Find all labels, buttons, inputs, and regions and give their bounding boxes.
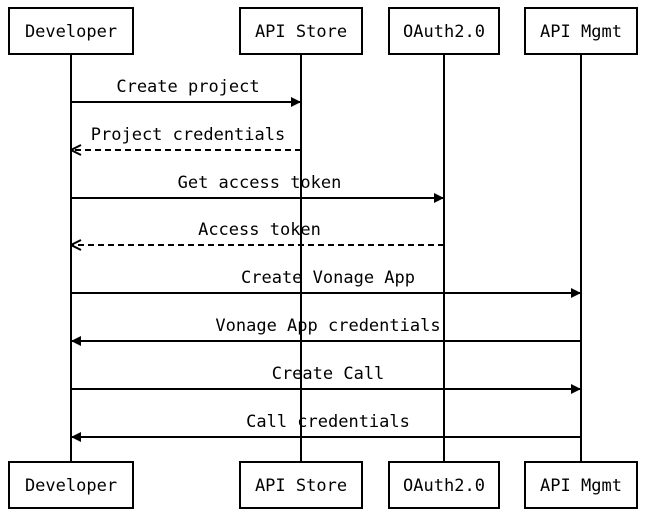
participant-apimgmt-bottom: API Mgmt (524, 461, 638, 509)
participant-box (524, 7, 638, 55)
lifelines (70, 54, 582, 462)
participant-box (388, 7, 500, 55)
participant-developer-bottom: Developer (8, 461, 134, 509)
participant-label: OAuth2.0 (403, 22, 485, 42)
message-label: Create Vonage App (241, 268, 415, 288)
participant-oauth-bottom: OAuth2.0 (388, 461, 500, 509)
participant-apimgmt-top: API Mgmt (524, 7, 638, 55)
participant-label: OAuth2.0 (403, 476, 485, 496)
message-3: Get access token (71, 173, 444, 203)
participant-box (239, 461, 363, 509)
message-label: Access token (198, 220, 321, 240)
participant-label: API Store (255, 476, 347, 496)
message-8: Call credentials (71, 412, 581, 442)
message-label: Create Call (272, 364, 385, 384)
participant-box (8, 7, 134, 55)
message-6: Vonage App credentials (71, 316, 581, 346)
participant-box (388, 461, 500, 509)
message-label: Call credentials (246, 412, 410, 432)
participant-label: Developer (25, 476, 117, 496)
message-5: Create Vonage App (71, 268, 581, 298)
participant-label: Developer (25, 22, 117, 42)
participant-oauth-top: OAuth2.0 (388, 7, 500, 55)
participant-apistore-top: API Store (239, 7, 363, 55)
message-1: Create project (71, 77, 301, 107)
participant-apistore-bottom: API Store (239, 461, 363, 509)
participant-box (8, 461, 134, 509)
message-7: Create Call (71, 364, 581, 394)
participant-developer-top: Developer (8, 7, 134, 55)
message-label: Get access token (178, 173, 342, 193)
participant-box (524, 461, 638, 509)
message-label: Create project (116, 77, 259, 97)
message-4: Access token (71, 220, 444, 245)
participant-label: API Store (255, 22, 347, 42)
participant-label: API Mgmt (540, 476, 622, 496)
participant-label: API Mgmt (540, 22, 622, 42)
participant-box (239, 7, 363, 55)
message-2: Project credentials (71, 125, 301, 150)
message-label: Project credentials (91, 125, 285, 145)
message-label: Vonage App credentials (215, 316, 440, 336)
